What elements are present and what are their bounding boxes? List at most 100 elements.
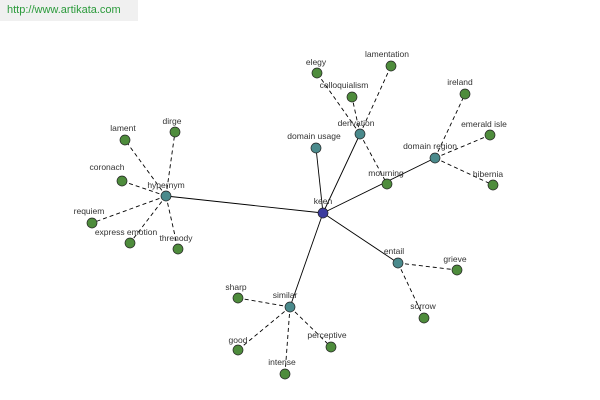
word-node-lament-dot[interactable] — [119, 134, 131, 146]
edge-entail-sorrow — [397, 262, 425, 319]
relation-node-hypernym-label: hypernym — [147, 180, 184, 190]
word-node-intense[interactable]: intense — [268, 357, 296, 380]
word-node-elegy-dot[interactable] — [311, 67, 323, 79]
relation-node-domain-usage-dot[interactable] — [310, 142, 322, 154]
word-node-mourning[interactable]: mourning — [368, 168, 404, 190]
edge-root-similar — [289, 212, 324, 308]
relation-node-domain-region-label: domain region — [403, 141, 457, 151]
edge-root-hypernym — [165, 195, 324, 214]
word-node-intense-label: intense — [268, 357, 296, 367]
relation-node-derivation-dot[interactable] — [354, 128, 366, 140]
relation-node-similar[interactable]: similar — [273, 290, 298, 313]
word-node-coronach[interactable]: coronach — [90, 162, 128, 187]
word-node-emerald-isle-dot[interactable] — [484, 129, 496, 141]
word-node-ireland-dot[interactable] — [459, 88, 471, 100]
edge-domain-region-emerald-isle — [434, 134, 491, 159]
word-node-lamentation-dot[interactable] — [385, 60, 397, 72]
word-node-good[interactable]: good — [229, 335, 248, 356]
root-node-keen[interactable]: keen — [314, 196, 333, 219]
relation-node-entail[interactable]: entail — [384, 246, 404, 269]
word-node-lament[interactable]: lament — [110, 123, 136, 146]
root-node-keen-label: keen — [314, 196, 333, 206]
word-node-emerald-isle[interactable]: emerald isle — [461, 119, 507, 141]
word-node-colloquialism[interactable]: colloquialism — [320, 80, 369, 103]
edge-hypernym-express-emotion — [129, 195, 167, 244]
watermark-text: http://www.artikata.com — [7, 4, 121, 16]
edge-root-domain-usage — [315, 147, 324, 214]
word-node-elegy[interactable]: elegy — [306, 57, 327, 79]
edge-root-entail — [322, 212, 399, 264]
edge-domain-region-ireland — [434, 93, 466, 159]
word-node-ireland[interactable]: ireland — [447, 77, 473, 100]
relation-node-entail-dot[interactable] — [392, 257, 404, 269]
relation-node-hypernym-dot[interactable] — [160, 190, 172, 202]
edge-root-domain-region — [322, 157, 436, 214]
relation-node-domain-usage[interactable]: domain usage — [287, 131, 341, 154]
root-node-keen-dot[interactable] — [317, 207, 329, 219]
word-node-grieve-dot[interactable] — [451, 264, 463, 276]
edge-root-derivation — [322, 133, 361, 214]
relation-node-derivation-label: derivation — [338, 118, 375, 128]
word-node-mourning-dot[interactable] — [381, 178, 393, 190]
word-node-coronach-label: coronach — [90, 162, 125, 172]
edge-hypernym-dirge — [165, 131, 176, 197]
word-node-intense-dot[interactable] — [279, 368, 291, 380]
word-node-lamentation[interactable]: lamentation — [365, 49, 409, 72]
edge-derivation-elegy — [316, 72, 361, 135]
word-node-express-emotion-dot[interactable] — [124, 237, 136, 249]
word-node-sharp-label: sharp — [225, 282, 247, 292]
relation-node-domain-usage-label: domain usage — [287, 131, 341, 141]
word-node-sorrow[interactable]: sorrow — [410, 301, 437, 324]
word-node-requiem[interactable]: requiem — [74, 206, 105, 229]
word-node-good-label: good — [229, 335, 248, 345]
word-node-colloquialism-dot[interactable] — [346, 91, 358, 103]
edge-similar-perceptive — [289, 306, 332, 348]
edge-similar-sharp — [237, 297, 291, 308]
word-node-requiem-dot[interactable] — [86, 217, 98, 229]
edge-derivation-mourning — [359, 133, 388, 185]
relation-node-entail-label: entail — [384, 246, 404, 256]
relation-node-hypernym[interactable]: hypernym — [147, 180, 185, 202]
relation-node-derivation[interactable]: derivation — [338, 118, 375, 140]
edge-entail-grieve — [397, 262, 458, 271]
word-node-perceptive-dot[interactable] — [325, 341, 337, 353]
word-node-good-dot[interactable] — [232, 344, 244, 356]
word-node-grieve[interactable]: grieve — [443, 254, 467, 276]
word-node-grieve-label: grieve — [443, 254, 466, 264]
edge-derivation-lamentation — [359, 65, 392, 135]
word-node-hibernia-dot[interactable] — [487, 179, 499, 191]
edge-derivation-colloquialism — [351, 96, 361, 135]
word-node-threnody-dot[interactable] — [172, 243, 184, 255]
word-node-perceptive-label: perceptive — [307, 330, 346, 340]
word-node-dirge-label: dirge — [163, 116, 182, 126]
word-node-coronach-dot[interactable] — [116, 175, 128, 187]
word-node-lament-label: lament — [110, 123, 136, 133]
word-node-hibernia[interactable]: hibernia — [473, 169, 504, 191]
relation-node-domain-region-dot[interactable] — [429, 152, 441, 164]
edge-hypernym-requiem — [91, 195, 167, 224]
word-node-express-emotion-label: express emotion — [95, 227, 158, 237]
word-node-sorrow-dot[interactable] — [418, 312, 430, 324]
word-node-express-emotion[interactable]: express emotion — [95, 227, 158, 249]
relation-node-domain-region[interactable]: domain region — [403, 141, 457, 164]
word-node-colloquialism-label: colloquialism — [320, 80, 369, 90]
edge-similar-good — [237, 306, 291, 351]
watermark: http://www.artikata.com — [0, 0, 138, 21]
edge-hypernym-coronach — [121, 180, 167, 197]
word-node-emerald-isle-label: emerald isle — [461, 119, 507, 129]
word-node-dirge-dot[interactable] — [169, 126, 181, 138]
word-node-dirge[interactable]: dirge — [163, 116, 182, 138]
word-node-ireland-label: ireland — [447, 77, 473, 87]
edge-domain-region-hibernia — [434, 157, 494, 186]
word-node-perceptive[interactable]: perceptive — [307, 330, 347, 353]
word-node-lamentation-label: lamentation — [365, 49, 409, 59]
word-node-sharp[interactable]: sharp — [225, 282, 247, 304]
word-node-threnody-label: threnody — [159, 233, 193, 243]
relation-node-similar-dot[interactable] — [284, 301, 296, 313]
word-node-threnody[interactable]: threnody — [159, 233, 193, 255]
word-node-sharp-dot[interactable] — [232, 292, 244, 304]
relation-node-similar-label: similar — [273, 290, 298, 300]
edge-hypernym-threnody — [165, 195, 179, 250]
word-node-requiem-label: requiem — [74, 206, 105, 216]
